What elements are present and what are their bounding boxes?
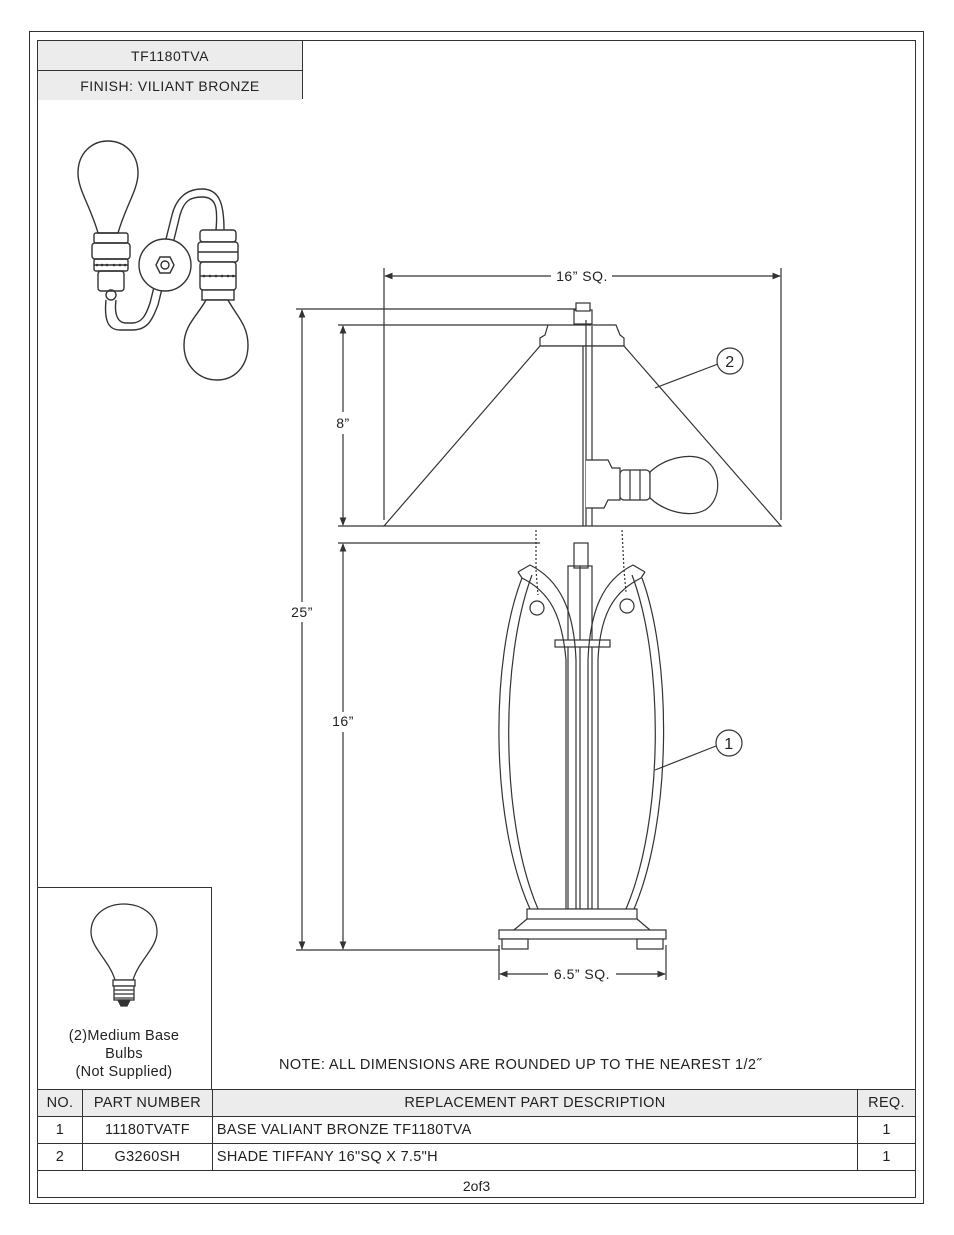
base-height-dimension: 16”: [332, 713, 354, 729]
header-req: REQ.: [857, 1089, 916, 1117]
medium-base-bulb-icon: [90, 903, 158, 1007]
socket-cluster-illustration: [77, 140, 249, 381]
row-description: SHADE TIFFANY 16"SQ X 7.5"H: [211, 1143, 859, 1171]
row-req: 1: [857, 1143, 916, 1171]
row-no: 1: [37, 1116, 83, 1144]
shade-height-dimension: 8”: [336, 415, 349, 431]
header-part-number: PART NUMBER: [81, 1089, 213, 1117]
header-description: REPLACEMENT PART DESCRIPTION: [211, 1089, 859, 1117]
inner-frame: [37, 40, 916, 1198]
model-number: TF1180TVA: [38, 41, 302, 70]
callout-base: 1: [724, 736, 733, 753]
bulb-caption: (2)Medium Base Bulbs (Not Supplied): [37, 1027, 211, 1081]
bulb-caption-line-2: Bulbs: [105, 1046, 143, 1062]
finish-label: FINISH: VILIANT BRONZE: [38, 70, 302, 100]
total-height-dimension: 25”: [291, 604, 313, 620]
dimensions-note: NOTE: ALL DIMENSIONS ARE ROUNDED UP TO T…: [279, 1057, 762, 1073]
row-description: BASE VALIANT BRONZE TF1180TVA: [211, 1116, 859, 1144]
shade-width-dimension: 16” SQ.: [556, 268, 608, 284]
base-width-dimension: 6.5” SQ.: [554, 966, 610, 982]
title-block: TF1180TVA FINISH: VILIANT BRONZE: [37, 40, 303, 100]
bulb-info-box: (2)Medium Base Bulbs (Not Supplied): [37, 887, 212, 1089]
parts-table-header: NO. PART NUMBER REPLACEMENT PART DESCRIP…: [37, 1089, 916, 1117]
callout-shade: 2: [725, 354, 734, 371]
row-part-number: 11180TVATF: [81, 1116, 213, 1144]
table-row: 2 G3260SH SHADE TIFFANY 16"SQ X 7.5"H 1: [37, 1143, 916, 1171]
outer-frame: [29, 31, 924, 1204]
row-part-number: G3260SH: [81, 1143, 213, 1171]
row-no: 2: [37, 1143, 83, 1171]
page-number: 2of3: [462, 1177, 491, 1194]
bulb-caption-line-1: (2)Medium Base: [68, 1028, 180, 1044]
table-row: 1 11180TVATF BASE VALIANT BRONZE TF1180T…: [37, 1116, 916, 1144]
header-no: NO.: [37, 1089, 83, 1117]
bulb-caption-line-3: (Not Supplied): [75, 1064, 173, 1080]
row-req: 1: [857, 1116, 916, 1144]
parts-table: NO. PART NUMBER REPLACEMENT PART DESCRIP…: [37, 1089, 916, 1171]
